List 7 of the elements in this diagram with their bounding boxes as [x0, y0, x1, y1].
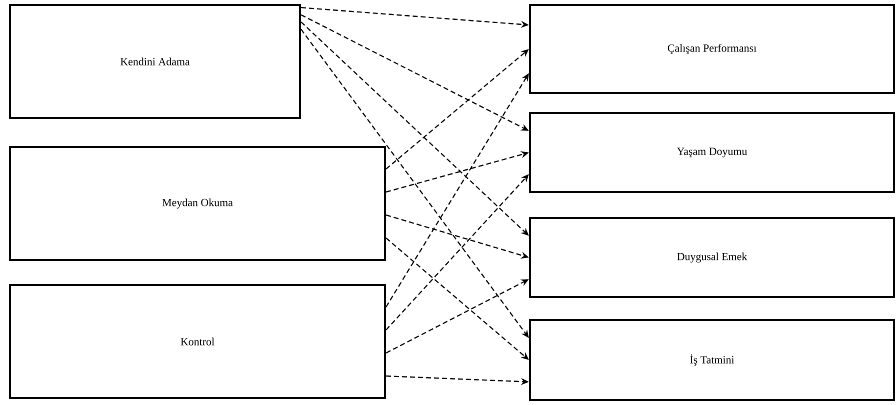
- text-box: Çalışan Performansı: [529, 4, 895, 94]
- text-box: Kontrol: [9, 284, 386, 399]
- text-box: Kendini Adama: [9, 4, 301, 119]
- text-box: Meydan Okuma: [9, 146, 386, 261]
- text-box: Duygusal Emek: [529, 217, 895, 298]
- text-box: İş Tatmini: [529, 319, 895, 401]
- text-box: Yaşam Doyumu: [529, 112, 895, 193]
